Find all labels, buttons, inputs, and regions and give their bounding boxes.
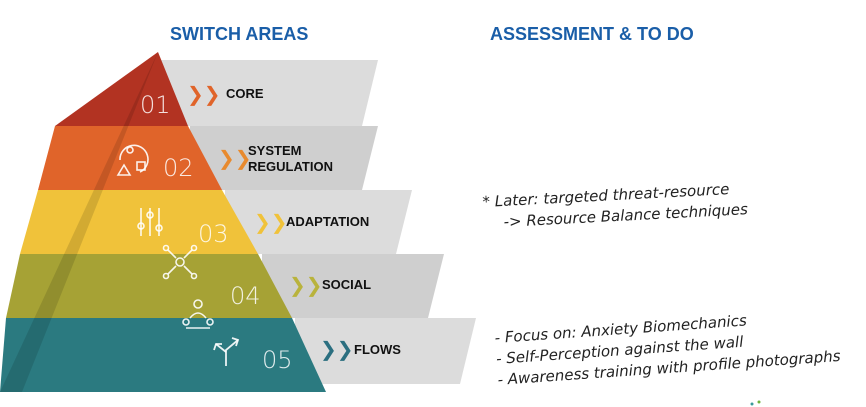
decorative-dots (750, 400, 761, 406)
chevron-icon-05: ❯❯ (320, 337, 354, 361)
tab-core (160, 60, 378, 126)
chevron-icon-04: ❯❯ (289, 273, 323, 297)
chevron-icons: ❯❯ ❯❯ ❯❯ ❯❯ ❯❯ (187, 82, 354, 361)
cycle-shapes-icon (116, 144, 149, 176)
area-label-system: SYSTEM (248, 143, 301, 158)
tab-flows (295, 318, 476, 384)
area-numbers: 01 02 03 04 05 (140, 91, 293, 374)
people-icon (182, 299, 214, 329)
band-03 (20, 190, 258, 254)
tab-system-regulation (190, 126, 378, 190)
area-number-04: 04 (230, 282, 261, 310)
assessment-heading: ASSESSMENT & TO DO (490, 24, 694, 44)
label-tabs (160, 60, 476, 384)
chevron-icon-02: ❯❯ (218, 146, 252, 170)
tab-adaptation (225, 190, 412, 254)
area-labels: CORE SYSTEM REGULATION ADAPTATION SOCIAL… (226, 86, 401, 357)
band-05 (0, 318, 326, 392)
area-number-02: 02 (163, 154, 194, 182)
area-label-core: CORE (226, 86, 264, 101)
pyramid-left-face (0, 52, 158, 392)
area-label-adaptation: ADAPTATION (286, 214, 369, 229)
chevron-icon-01: ❯❯ (187, 82, 221, 106)
area-number-01: 01 (140, 91, 171, 119)
tab-social (262, 254, 444, 318)
network-icon (162, 244, 198, 280)
area-number-03: 03 (198, 220, 229, 248)
band-01 (55, 52, 188, 126)
chevron-icon-03: ❯❯ (254, 210, 288, 234)
sliders-icon (137, 208, 163, 236)
switch-areas-heading: SWITCH AREAS (170, 24, 309, 44)
split-arrows-icon (213, 337, 240, 366)
area-number-05: 05 (262, 346, 293, 374)
area-label-regulation: REGULATION (248, 159, 333, 174)
area-label-flows: FLOWS (354, 342, 401, 357)
band-04 (6, 254, 292, 318)
pyramid-bands (0, 52, 326, 392)
band-02 (38, 126, 222, 190)
area-label-social: SOCIAL (322, 277, 371, 292)
